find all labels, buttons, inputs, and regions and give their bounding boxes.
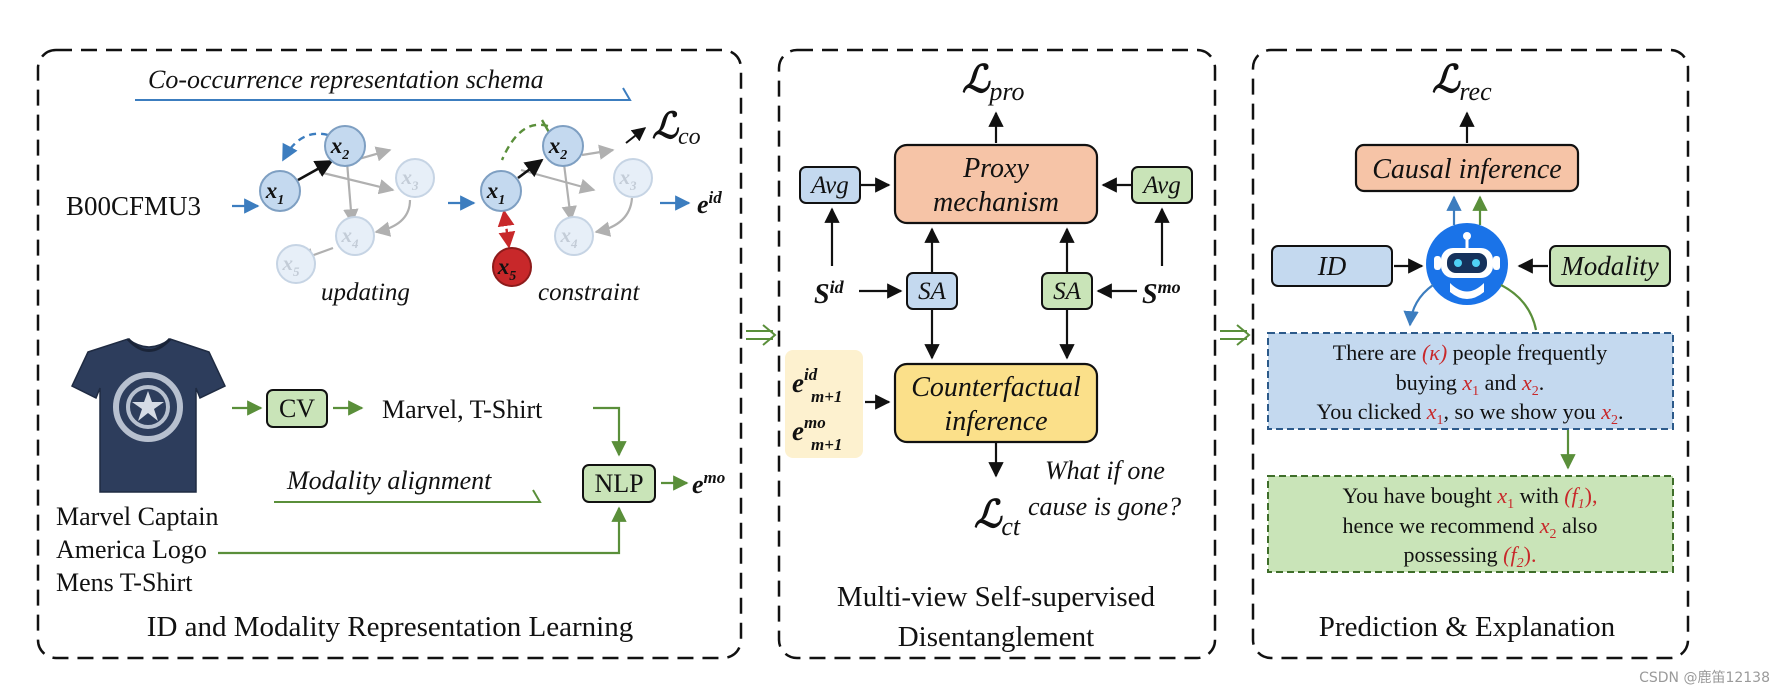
cv-box (266, 389, 328, 428)
node-x1 (259, 170, 301, 212)
panel-connector-1 (746, 324, 777, 346)
avg-right-label: Avg (1141, 172, 1181, 199)
product-title-line1: Marvel Captain (56, 502, 218, 531)
schema-label: Co-occurrence representation schema (148, 65, 544, 94)
right-panel-frame (1251, 48, 1690, 660)
whatif-line1: What if one (1045, 456, 1165, 485)
to-loss-co-arrow (625, 127, 647, 144)
expl1-line1: There are (κ) people frequently (1333, 340, 1607, 365)
node-x4-c (554, 216, 594, 256)
cf-line1: Counterfactual (911, 372, 1081, 403)
causal-inference-box (1354, 143, 1580, 193)
expl1-line3: You clicked x1, so we show you x2. (1317, 399, 1624, 428)
avg-right-box (1131, 166, 1193, 204)
node-x3-c (613, 158, 653, 198)
sa-left-box (906, 272, 958, 310)
panel-connector-2 (1220, 324, 1251, 346)
modality-input-label: Modality (1560, 251, 1658, 281)
sa-right-box (1041, 272, 1093, 310)
svg-text:x3: x3 (401, 165, 420, 193)
loss-co: ℒco (652, 106, 701, 150)
explanation2-box (1267, 475, 1674, 573)
svg-text:x1: x1 (486, 178, 506, 208)
sa-right-label: SA (1053, 278, 1082, 305)
robot-icon (1426, 223, 1508, 305)
counterfactual-box (893, 362, 1099, 444)
item-id: B00CFMU3 (66, 191, 201, 221)
modality-input-box (1549, 245, 1671, 287)
id-input-box (1271, 245, 1393, 287)
robot-to-expl2-line (1500, 284, 1538, 331)
nlp-label: NLP (594, 469, 643, 498)
sa-left-label: SA (918, 278, 947, 305)
e-m1-box (785, 350, 863, 458)
left-panel-frame (36, 48, 743, 660)
middle-panel-title-line2: Disentanglement (898, 621, 1095, 653)
whatif-line2: cause is gone? (1028, 492, 1181, 521)
svg-text:x2: x2 (548, 133, 568, 163)
expl2-line2: hence we recommend x2 also (1342, 513, 1597, 542)
nlp-box (582, 464, 656, 503)
schema-underline (135, 87, 632, 101)
s-mo: Smo (1142, 277, 1181, 310)
proxy-line1: Proxy (962, 153, 1029, 184)
svg-text:x3: x3 (619, 165, 638, 193)
node-x4 (335, 216, 375, 256)
graph-updating: x3 x4 x5 x1 x2 (259, 125, 435, 284)
avg-left-label: Avg (809, 172, 849, 199)
node-x2-c (542, 125, 584, 167)
loss-rec: ℒrec (1432, 59, 1492, 106)
updating-label: updating (321, 279, 410, 306)
s-id: Sid (814, 277, 845, 310)
explanation1-box (1267, 332, 1674, 430)
id-input-label: ID (1317, 251, 1347, 281)
middle-panel-title-line1: Multi-view Self-supervised (837, 581, 1156, 613)
right-panel-title: Prediction & Explanation (1319, 611, 1616, 643)
node-x5-c (492, 247, 532, 287)
cv-output: Marvel, T-Shirt (382, 395, 543, 424)
cv-label: CV (279, 394, 315, 423)
proxy-line2: mechanism (933, 187, 1059, 218)
title-to-nlp-arrow (218, 506, 627, 555)
modality-alignment-label: Modality alignment (286, 466, 492, 495)
expl2-line3: possessing (f2). (1404, 542, 1537, 571)
left-panel-title: ID and Modality Representation Learning (147, 611, 633, 643)
node-x1-c (480, 170, 522, 212)
graph-constraint: x3 x4 x1 x2 x5 (480, 119, 653, 287)
svg-text:x2: x2 (330, 133, 350, 163)
middle-panel-frame (777, 48, 1217, 660)
svg-text:x4: x4 (341, 223, 360, 251)
e-id: eid (697, 188, 722, 219)
constraint-label: constraint (538, 279, 640, 306)
node-x5 (276, 244, 316, 284)
loss-ct: ℒct (974, 494, 1021, 541)
causal-inference-label: Causal inference (1372, 154, 1561, 185)
product-title-line2: America Logo (56, 535, 207, 564)
proxy-mechanism-box (893, 143, 1099, 225)
cv-output-to-nlp-arrow (593, 406, 627, 457)
avg-left-box (799, 166, 861, 204)
expl1-line2: buying x1 and x2. (1396, 370, 1544, 399)
tshirt-image (71, 337, 226, 493)
cf-line2: inference (944, 406, 1047, 437)
svg-text:x5: x5 (282, 251, 301, 279)
loss-pro: ℒpro (962, 59, 1025, 106)
modality-alignment-underline (274, 489, 542, 503)
node-x2 (324, 125, 366, 167)
watermark: CSDN @鹿笛12138 (1639, 669, 1770, 686)
node-x3 (395, 158, 435, 198)
svg-text:x5: x5 (497, 254, 517, 284)
e-mo: emo (692, 468, 725, 499)
expl2-line1: You have bought x1 with (f1), (1343, 483, 1598, 512)
robot-to-expl1-arrow (1403, 284, 1434, 327)
product-title-line3: Mens T-Shirt (56, 568, 193, 597)
svg-text:x1: x1 (265, 178, 285, 208)
svg-text:x4: x4 (560, 223, 579, 251)
